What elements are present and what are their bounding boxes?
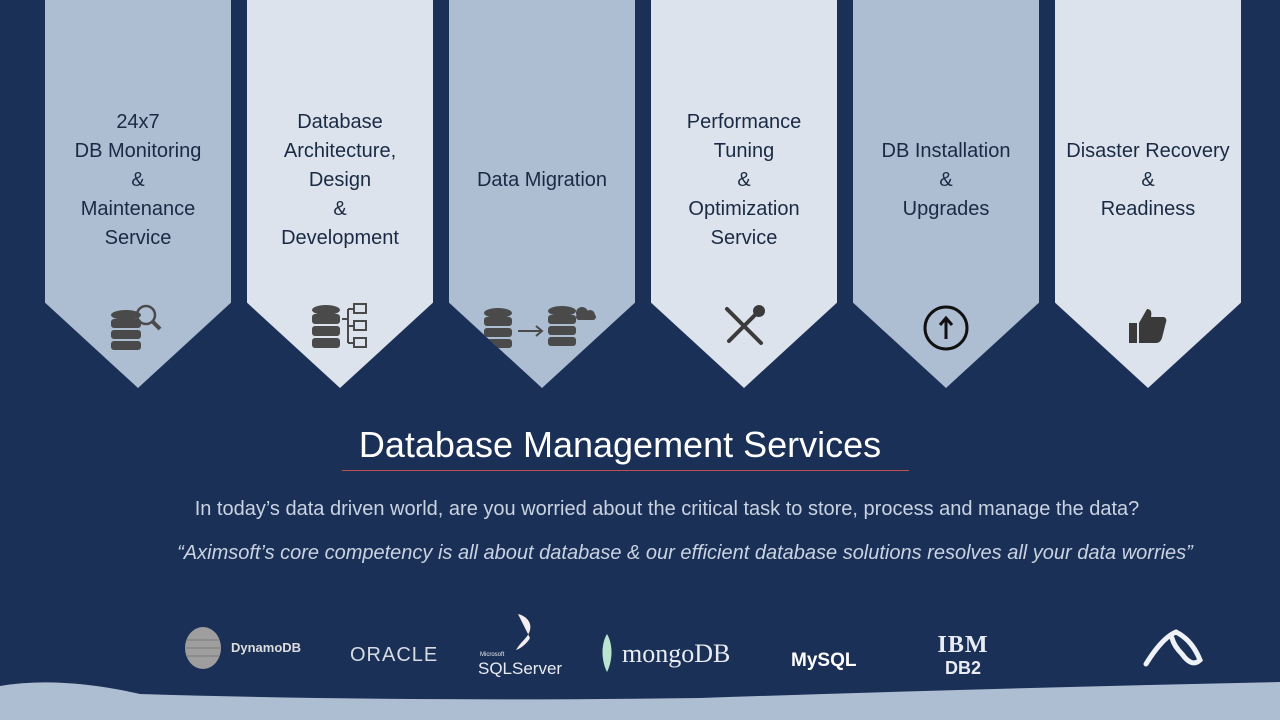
quote: “Aximsoft’s core competency is all about… <box>177 542 1193 564</box>
panel-architecture: Database Architecture, Design & Developm… <box>247 0 433 388</box>
panel-label: Disaster Recovery & Readiness <box>1066 139 1230 220</box>
page-title: Database Management Services <box>358 424 882 465</box>
tools-icon <box>651 300 837 352</box>
panel-label: 24x7 DB Monitoring & Maintenance Service <box>74 110 202 249</box>
database-migration-icon <box>449 300 635 352</box>
thumbs-up-icon <box>1055 300 1241 352</box>
logo-mysql: MySQL <box>791 650 857 671</box>
logo-ibm-db2: IBM DB2 <box>935 632 991 678</box>
panel-label: Performance Tuning & Optimization Servic… <box>686 110 802 249</box>
panel-performance: Performance Tuning & Optimization Servic… <box>651 0 837 388</box>
panel-label: DB Installation & Upgrades <box>881 139 1011 220</box>
subtitle: In today’s data driven world, are you wo… <box>194 498 1140 520</box>
logo-sqlserver-text: SQLServer <box>478 659 563 678</box>
logo-db2-text: DB2 <box>944 658 981 678</box>
logo-sqlserver: Microsoft SQLServer <box>478 612 562 678</box>
aximsoft-logo <box>1143 629 1203 667</box>
panel-installation: DB Installation & Upgrades <box>853 0 1039 388</box>
ground-decoration <box>0 682 1280 720</box>
database-search-icon <box>45 300 231 352</box>
database-architecture-icon <box>247 300 433 352</box>
logo-ibm-text: IBM <box>937 632 989 658</box>
panel-monitoring: 24x7 DB Monitoring & Maintenance Service <box>45 0 231 388</box>
logo-oracle: ORACLE <box>350 644 439 666</box>
title-underline <box>342 470 909 471</box>
logo-mongodb-text: mongoDB <box>622 639 731 668</box>
panel-disaster-recovery: Disaster Recovery & Readiness <box>1055 0 1241 388</box>
upgrade-arrow-icon <box>853 300 1039 352</box>
logo-dynamodb-text: DynamoDB <box>231 640 302 655</box>
panel-label: Database Architecture, Design & Developm… <box>281 110 399 249</box>
logo-sqlserver-small-text: Microsoft <box>480 652 505 658</box>
panel-label: Data Migration <box>476 168 608 191</box>
panel-migration: Data Migration <box>449 0 635 388</box>
